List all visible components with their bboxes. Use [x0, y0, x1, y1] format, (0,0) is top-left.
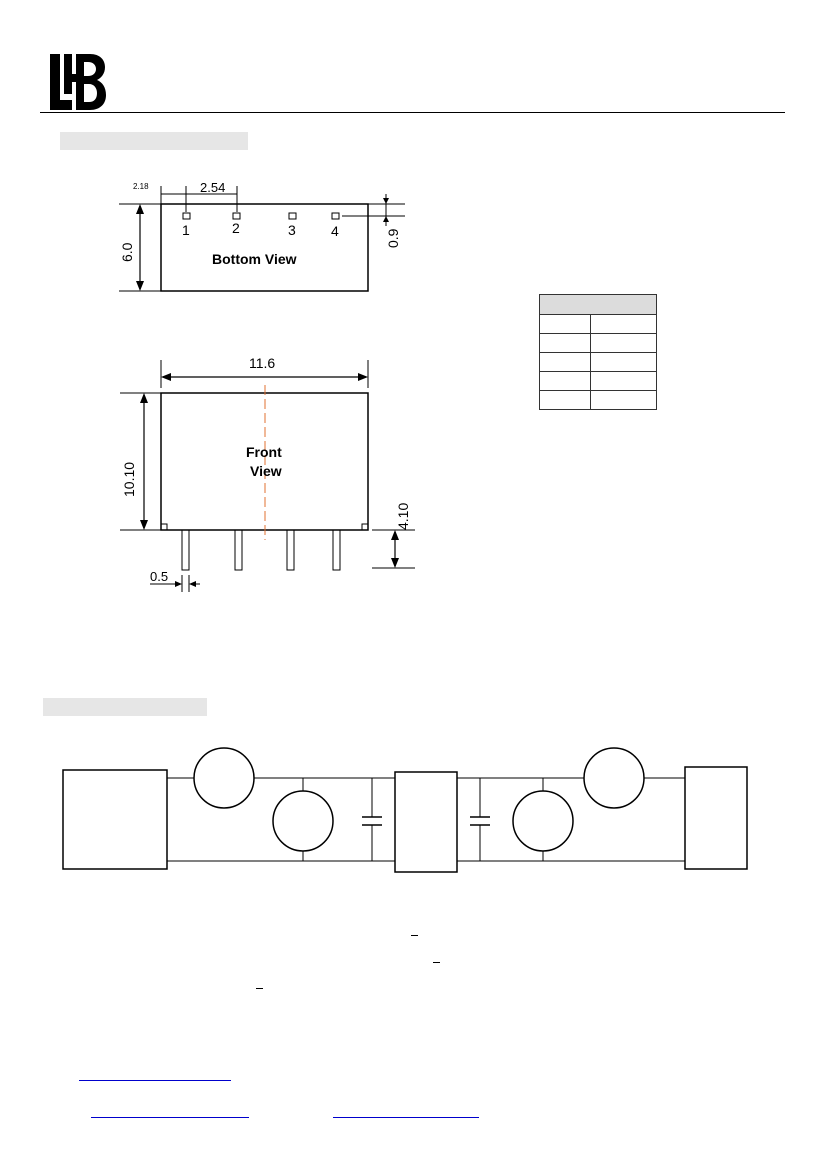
table-cell: [590, 390, 657, 410]
circuit-meter-1: [193, 747, 255, 809]
dim-width-label: 6.0: [119, 242, 135, 262]
front-view-label-line1: Front: [246, 444, 282, 460]
header-rule: [40, 112, 785, 113]
footer-link[interactable]: [333, 1117, 479, 1118]
circuit-meter-3: [512, 790, 574, 852]
pin-table-header: [539, 294, 657, 315]
circuit-meter-2: [272, 790, 334, 852]
test-circuit-diagram: [62, 747, 748, 873]
front-pin-4: [332, 529, 341, 571]
table-cell: [590, 333, 657, 353]
table-cell: [539, 390, 591, 410]
section-heading-bar-dimensions: [60, 132, 248, 150]
footer-link[interactable]: [79, 1080, 231, 1081]
table-cell: [590, 352, 657, 372]
dim-pin-offset-label: 0.9: [385, 228, 401, 248]
note-mark: [433, 962, 440, 963]
table-cell: [539, 314, 591, 334]
circuit-source-block: [62, 769, 168, 870]
table-row: [539, 371, 657, 391]
pin-pad-2: [232, 212, 241, 220]
front-pin-1: [181, 529, 190, 571]
pin-connection-table: [539, 294, 657, 410]
section-heading-bar-test-circuit: [43, 698, 207, 716]
dim-pin-width-label: 0.5: [150, 569, 168, 584]
note-mark: [256, 988, 263, 989]
pin-label-4: 4: [331, 223, 339, 239]
front-pin-3: [286, 529, 295, 571]
bottom-view-body: [160, 203, 369, 292]
pin-pad-1: [182, 212, 191, 220]
circuit-meter-4: [583, 747, 645, 809]
table-cell: [590, 371, 657, 391]
footer-link[interactable]: [91, 1117, 249, 1118]
dim-offset-label: 2.18: [133, 182, 149, 191]
table-row: [539, 390, 657, 410]
front-view-label-line2: View: [250, 463, 282, 479]
table-cell: [539, 371, 591, 391]
pin-label-2: 2: [232, 220, 240, 236]
pin-pad-4: [331, 212, 340, 220]
table-cell: [539, 333, 591, 353]
circuit-load-block: [684, 766, 748, 870]
table-cell: [539, 352, 591, 372]
dim-length-label: 11.6: [249, 355, 275, 371]
table-cell: [590, 314, 657, 334]
dim-height-label: 10.10: [121, 462, 137, 497]
bottom-view-label: Bottom View: [212, 251, 297, 267]
dim-pin-length-label: 4.10: [395, 503, 411, 530]
table-row: [539, 314, 657, 334]
front-pin-2: [234, 529, 243, 571]
table-row: [539, 352, 657, 372]
pin-label-1: 1: [182, 222, 190, 238]
table-row: [539, 333, 657, 353]
lhb-logo-icon: [50, 54, 106, 110]
pin-pad-3: [288, 212, 297, 220]
pin-label-3: 3: [288, 222, 296, 238]
dim-pitch-label: 2.54: [200, 180, 225, 195]
circuit-dut-block: [394, 771, 458, 873]
note-mark: [411, 935, 418, 936]
